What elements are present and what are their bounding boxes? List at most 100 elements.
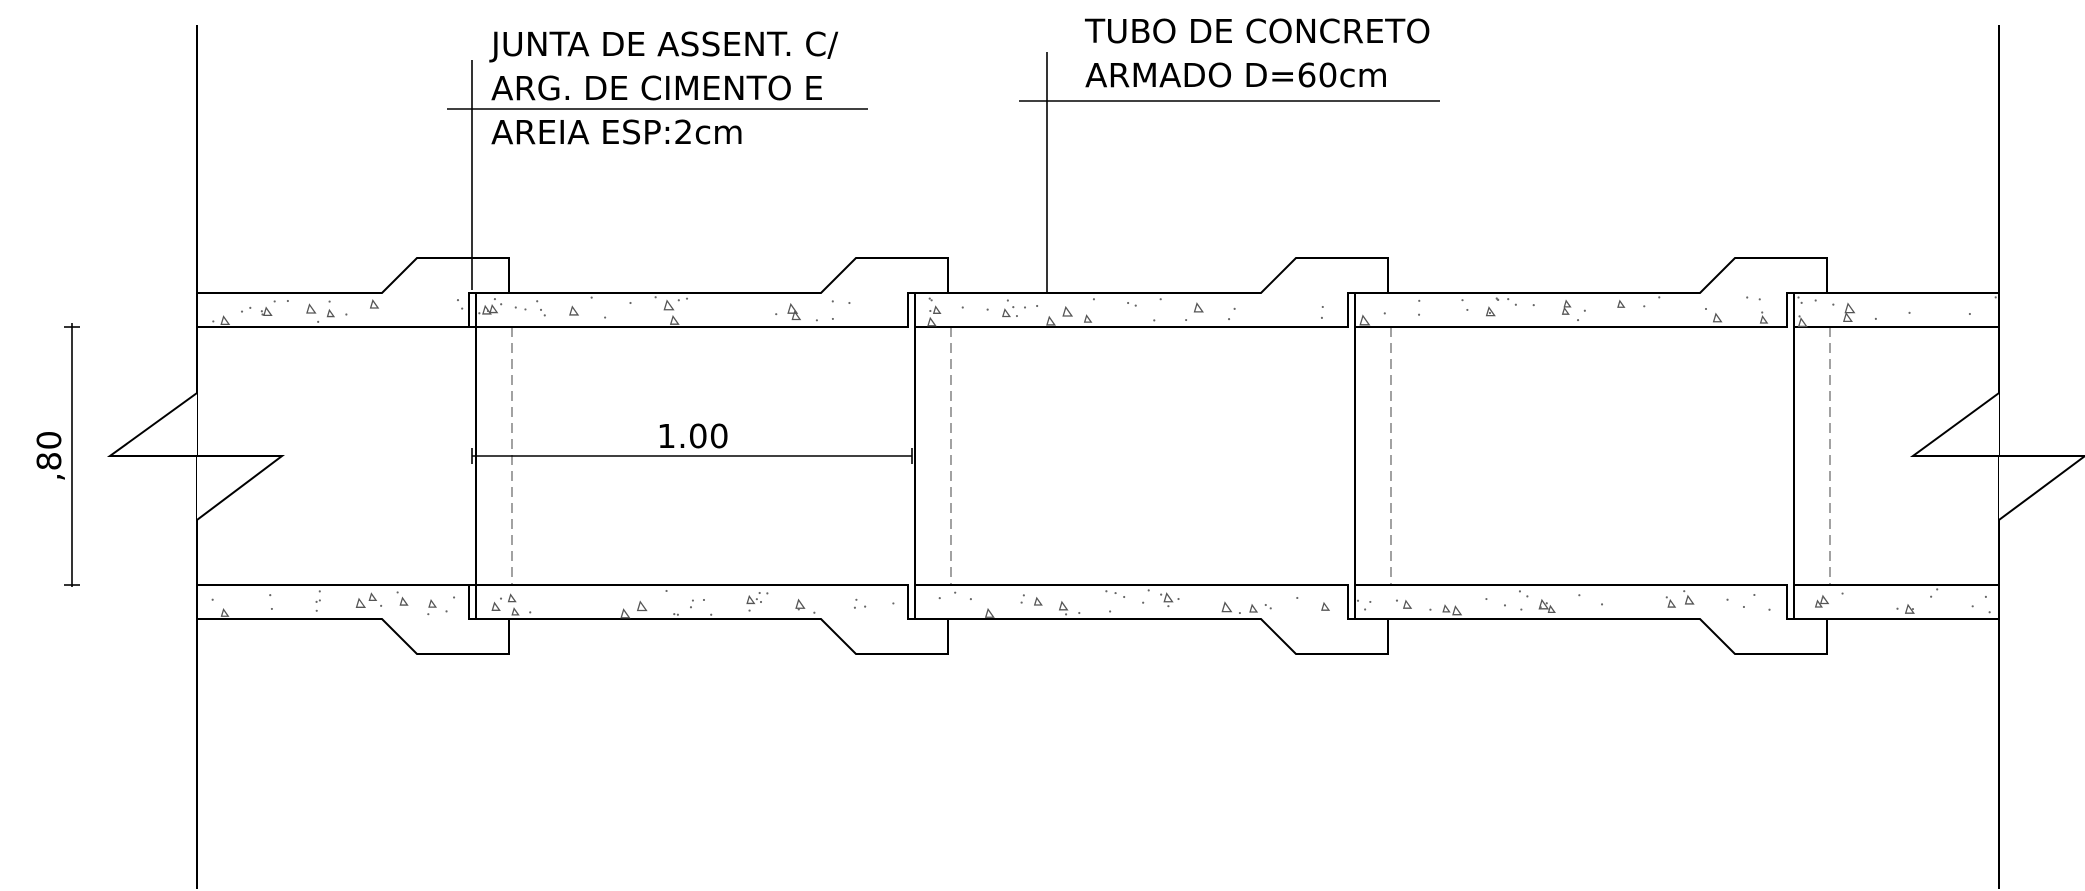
aggregate-dot-b1-0 <box>702 598 706 602</box>
aggregate-dot-t0-11 <box>286 299 289 303</box>
aggregate-triangle-t2-6 <box>1062 305 1074 317</box>
aggregate-dot-b4-5 <box>1911 607 1915 611</box>
aggregate-dot-b4-3 <box>1821 596 1824 599</box>
aggregate-dot-t0-0 <box>261 313 264 316</box>
aggregate-dot-t2-3 <box>1134 304 1137 307</box>
aggregate-dot-t3-11 <box>1758 298 1761 301</box>
aggregate-triangle-b3-3 <box>1402 599 1413 609</box>
aggregate-dot-t1-3 <box>543 314 546 317</box>
aggregate-triangle-t1-1 <box>489 304 499 314</box>
aggregate-triangle-t1-3 <box>787 302 799 314</box>
aggregate-dot-b1-4 <box>673 613 676 616</box>
aggregate-dot-b4-6 <box>1988 611 1991 614</box>
aggregate-dot-t2-18 <box>1092 298 1096 301</box>
aggregate-dot-t4-4 <box>1797 296 1800 299</box>
aggregate-dot-b0-2 <box>380 604 383 607</box>
aggregate-dot-t2-6 <box>1153 319 1156 322</box>
aggregate-dot-t2-0 <box>1159 298 1162 301</box>
aggregate-dot-b3-10 <box>1485 597 1488 601</box>
aggregate-dot-b3-7 <box>1683 590 1686 593</box>
aggregate-dot-t4-3 <box>1968 312 1971 316</box>
aggregate-triangle-b4-1 <box>1814 599 1824 608</box>
aggregate-dot-b4-0 <box>1984 595 1988 598</box>
aggregate-triangle-b3-1 <box>1684 594 1695 605</box>
aggregate-triangle-t1-6 <box>669 314 680 325</box>
aggregate-dot-t2-10 <box>1227 318 1231 321</box>
aggregate-dot-b2-1 <box>1269 607 1272 610</box>
aggregate-dot-t1-11 <box>500 303 503 306</box>
aggregate-dot-t1-0 <box>677 299 680 302</box>
aggregate-dot-t3-15 <box>1496 298 1499 301</box>
aggregate-dot-b2-3 <box>1177 597 1180 601</box>
aggregate-triangle-b1-6 <box>636 600 648 612</box>
aggregate-dot-b1-16 <box>499 597 503 600</box>
aggregate-dot-t3-10 <box>1583 309 1586 312</box>
pipe-walls <box>196 257 2000 655</box>
aggregate-dot-b3-1 <box>1356 599 1360 602</box>
pipe-top-wall-0 <box>196 257 510 328</box>
aggregate-dot-t0-1 <box>240 310 244 313</box>
aggregate-dot-t1-1 <box>815 319 819 322</box>
aggregate-dot-b1-10 <box>665 589 668 593</box>
aggregate-dot-b2-19 <box>1167 605 1170 608</box>
aggregate-dot-b0-0 <box>318 590 321 593</box>
aggregate-triangle-b1-4 <box>507 593 517 603</box>
aggregate-dot-b1-1 <box>529 611 532 614</box>
aggregate-dot-t4-2 <box>1798 315 1801 318</box>
aggregate-dot-t0-7 <box>345 313 348 316</box>
aggregate-dot-t2-4 <box>928 297 931 300</box>
aggregate-triangle-b0-1 <box>220 608 230 617</box>
aggregate-triangle-b1-3 <box>511 607 520 616</box>
aggregate-triangle-t4-1 <box>1844 302 1856 314</box>
pipe-bottom-wall-2 <box>914 584 1389 655</box>
pipe-bottom-wall-3 <box>1354 584 1828 655</box>
aggregate-dot-b4-1 <box>1971 605 1974 608</box>
aggregate-dot-b2-8 <box>1105 590 1108 593</box>
aggregate-triangle-t3-3 <box>1485 306 1496 317</box>
aggregate-dot-b2-14 <box>1147 589 1150 592</box>
aggregate-dot-b1-17 <box>676 613 680 616</box>
aggregate-dot-t1-18 <box>524 308 527 311</box>
aggregate-triangle-b4-2 <box>1904 603 1916 614</box>
aggregate-dot-t2-11 <box>929 309 932 313</box>
aggregate-triangle-b2-4 <box>1163 592 1174 603</box>
aggregate-dot-t4-8 <box>1908 311 1911 314</box>
aggregate-dot-t1-8 <box>486 309 490 313</box>
aggregate-dot-b3-11 <box>1742 605 1746 609</box>
aggregate-dot-t4-1 <box>1814 299 1817 302</box>
aggregate-dot-t2-9 <box>930 299 933 302</box>
aggregate-dot-b3-17 <box>1395 599 1399 602</box>
aggregate-dot-b2-7 <box>1109 610 1112 613</box>
pipe-bottom-wall-0 <box>196 584 510 655</box>
aggregate-dot-b3-0 <box>1526 595 1529 598</box>
aggregate-dot-b2-9 <box>1296 596 1299 600</box>
aggregate-dot-b3-16 <box>1503 604 1507 607</box>
aggregate-dot-t4-6 <box>1994 296 1997 299</box>
aggregate-triangle-t3-1 <box>1561 306 1570 315</box>
aggregate-dot-b2-2 <box>1142 601 1145 604</box>
aggregate-dot-b2-13 <box>1264 603 1267 607</box>
aggregate-dot-b3-6 <box>1539 606 1542 609</box>
aggregate-dot-t1-16 <box>478 312 481 315</box>
aggregate-triangle-b2-6 <box>1058 600 1069 611</box>
aggregate-dot-t3-17 <box>1704 307 1708 311</box>
aggregate-dot-t4-5 <box>1832 303 1835 306</box>
aggregate-dot-b3-18 <box>1518 590 1522 593</box>
aggregate-triangle-t2-2 <box>932 305 942 314</box>
aggregate-triangle-b2-0 <box>1221 601 1233 613</box>
aggregate-triangle-b2-2 <box>984 607 995 618</box>
aggregate-dot-t1-9 <box>831 317 834 321</box>
aggregate-dot-b1-13 <box>797 608 800 611</box>
aggregate-dot-t3-13 <box>1418 299 1421 302</box>
pipe-bottom-wall-1 <box>475 584 949 655</box>
aggregate-triangle-t4-2 <box>1842 311 1853 322</box>
aggregate-triangle-t2-4 <box>1046 315 1057 326</box>
aggregate-dot-t0-2 <box>328 300 331 303</box>
aggregate-dot-b0-5 <box>315 609 318 612</box>
aggregate-triangle-b3-5 <box>1442 604 1451 613</box>
height-dimension-label: ,80 <box>30 430 69 482</box>
aggregate-triangle-b2-1 <box>1033 596 1043 606</box>
aggregate-dot-t1-19 <box>654 296 657 299</box>
aggregate-dot-b4-7 <box>1841 592 1844 595</box>
